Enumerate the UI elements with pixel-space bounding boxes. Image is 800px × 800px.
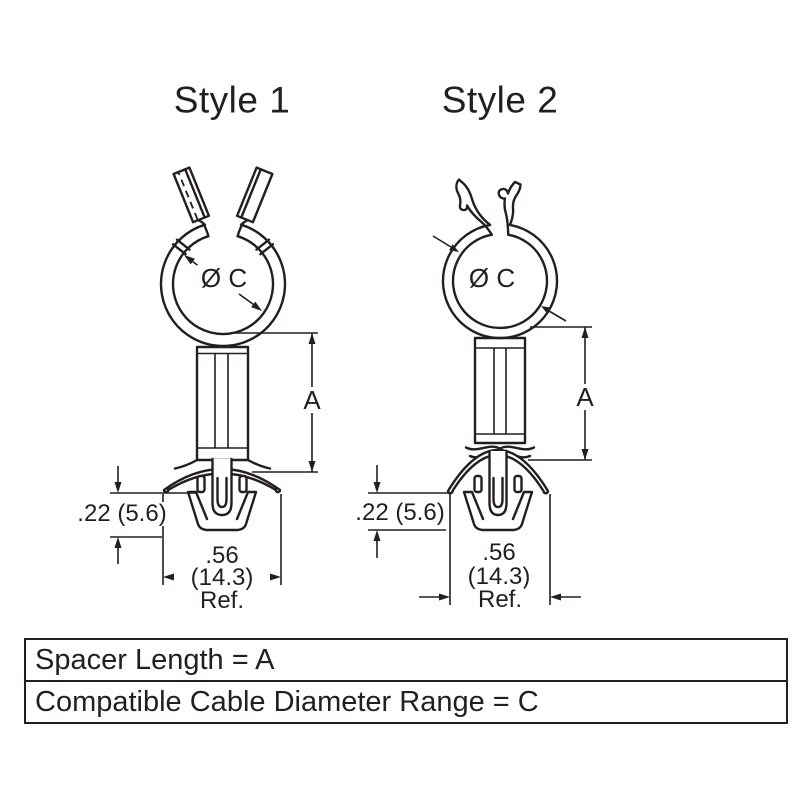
style2-length-label: A xyxy=(572,384,598,410)
style2-shaft xyxy=(473,336,527,445)
style2-diameter-arrow-lower xyxy=(541,306,551,314)
style2-clip-ear-right xyxy=(513,474,523,494)
style2-clip-width-extension-lines xyxy=(449,494,551,605)
style1-clip-width-dim-mm: (14.3) xyxy=(188,564,256,591)
style2-diameter-arrow-upper xyxy=(449,244,459,252)
style1-clip-ear-left xyxy=(196,474,206,494)
style1-length-label: A xyxy=(299,387,325,413)
style1-clip-height-dim: .22 (5.6) xyxy=(75,500,169,527)
style1-diameter-label: Ø C xyxy=(196,265,252,291)
style1-prong-left-centerline xyxy=(177,172,199,220)
spec-table: Spacer Length = A Compatible Cable Diame… xyxy=(24,638,788,724)
style1-clip-legs xyxy=(186,490,258,532)
spec-row-spacer-length: Spacer Length = A xyxy=(35,644,275,676)
style1-clip-height-arrow-bottom xyxy=(114,537,122,548)
style2-latch-left xyxy=(455,178,493,236)
style1-clip-ear-right xyxy=(238,474,248,494)
style1-length-arrow-top xyxy=(308,333,316,344)
style2-length-extension-lines xyxy=(528,326,592,461)
style2-clip-legs xyxy=(462,490,534,532)
style1-clamp-drawing xyxy=(159,166,287,532)
style2-clamp-drawing xyxy=(441,178,559,532)
style1-dimensions xyxy=(110,255,318,585)
style2-dome xyxy=(446,449,550,495)
style2-clip-pin-slot xyxy=(492,476,504,509)
style2-clip-width-arrow-right xyxy=(550,593,561,601)
style1-clip-height-arrow-top xyxy=(114,482,122,493)
style1-ring-inner xyxy=(171,235,275,336)
style2-length-arrow-top xyxy=(581,327,589,338)
style1-length-extension-lines xyxy=(233,332,318,473)
style2-ring-inner xyxy=(451,233,549,330)
style1-shaft-ribs xyxy=(197,352,248,449)
style2-clip-height-extension-lines xyxy=(368,492,451,531)
style1-ring-seams xyxy=(171,238,275,256)
style2-clip-width-dim: .56 xyxy=(480,539,518,566)
style1-diameter-arrow-upper xyxy=(184,255,195,265)
style1-clip-width-arrow-left xyxy=(163,573,174,581)
style1-diameter-arrow-lower xyxy=(251,301,262,311)
style2-clip-pin xyxy=(488,449,508,517)
style1-title: Style 1 xyxy=(173,79,291,121)
style1-length-arrow-bottom xyxy=(308,461,316,472)
style1-flare-wings xyxy=(173,458,272,470)
style2-clip-height-arrow-bottom xyxy=(373,530,381,541)
style1-clip-width-ref: Ref. xyxy=(197,587,247,614)
style2-diameter-label: Ø C xyxy=(464,265,520,291)
style2-clip-width-ref: Ref. xyxy=(475,586,525,613)
style1-prong-right-edge xyxy=(240,168,262,219)
style2-latch-right xyxy=(497,180,522,236)
style1-clip-width-dim: .56 xyxy=(203,542,241,569)
style1-clip-width-arrow-right xyxy=(270,573,281,581)
style1-shaft xyxy=(195,345,250,462)
style1-prong-left-edge xyxy=(184,168,206,219)
style1-clip-height-extension-lines xyxy=(110,492,196,538)
style2-title: Style 2 xyxy=(441,79,559,121)
style2-clip-width-dim-mm: (14.3) xyxy=(465,563,533,590)
style2-clip-height-arrow-top xyxy=(373,482,381,493)
style2-diameter-leader xyxy=(432,235,567,322)
spec-row-cable-diameter-range: Compatible Cable Diameter Range = C xyxy=(26,680,786,722)
style2-clip-width-arrow-left xyxy=(439,593,450,601)
style2-length-arrow-bottom xyxy=(581,449,589,460)
style2-dimensions xyxy=(368,235,592,605)
style2-clip-height-dim: .22 (5.6) xyxy=(353,499,447,526)
style2-clip-ear-left xyxy=(473,474,483,494)
style2-shaft-ribs xyxy=(475,347,525,435)
style1-clip-pin-slot xyxy=(216,476,228,509)
